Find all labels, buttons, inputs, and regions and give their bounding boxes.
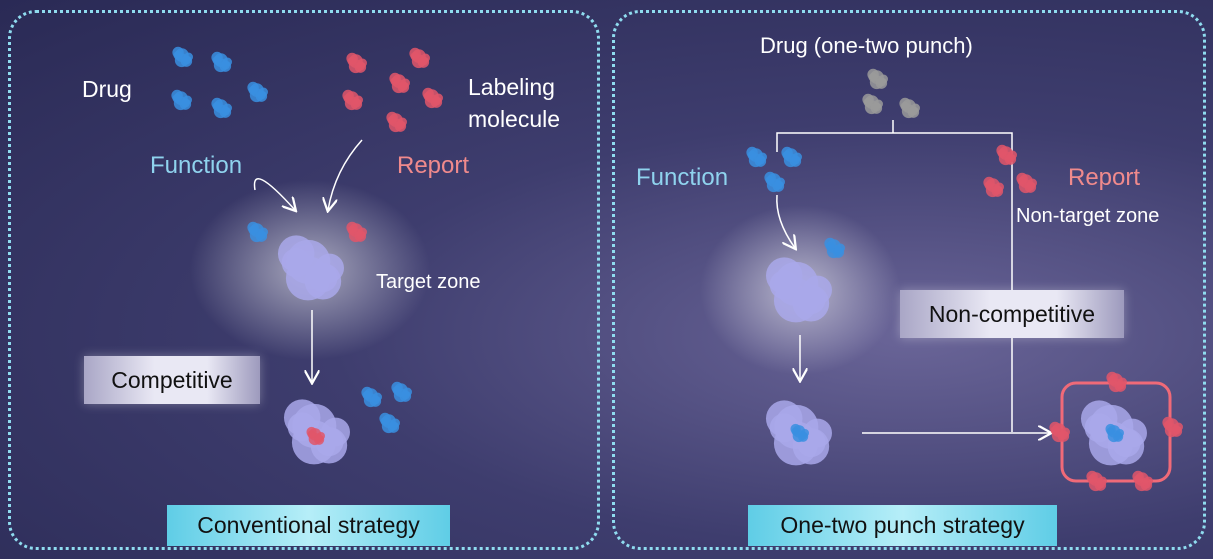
function-arrow	[253, 178, 296, 210]
labeling-molecule	[996, 144, 1017, 166]
labeling-molecule	[422, 87, 443, 109]
labeling-label-line2: molecule	[468, 106, 561, 132]
punch-drug-molecule	[899, 97, 920, 119]
labeling-molecule	[346, 52, 367, 74]
drug-molecule	[379, 412, 400, 434]
drug-molecule	[764, 171, 785, 193]
drug-molecule	[824, 237, 845, 259]
labeling-molecule	[1162, 416, 1183, 438]
drug-molecule	[247, 221, 268, 243]
labeling-molecule	[1016, 172, 1037, 194]
bound-label	[306, 426, 326, 446]
target-protein	[765, 257, 832, 323]
target-zone-label: Target zone	[376, 271, 481, 293]
drug-molecule	[781, 146, 802, 168]
drug-molecule	[391, 381, 412, 403]
conventional-strategy-box: Conventional strategy	[167, 505, 450, 546]
non-competitive-box: Non-competitive	[900, 290, 1124, 338]
labeling-molecule	[389, 72, 410, 94]
conventional-strategy-panel	[8, 10, 600, 550]
function-arrow	[776, 194, 795, 248]
labeling-label-line1: Labeling	[468, 74, 555, 100]
labeling-molecule	[386, 111, 407, 133]
report-arrow	[328, 139, 363, 210]
function-label: Function	[636, 164, 729, 191]
drug-molecule	[211, 97, 232, 119]
function-label: Function	[150, 152, 243, 179]
labeling-molecule	[1086, 470, 1107, 492]
labeling-molecule	[409, 47, 430, 69]
labeling-molecule	[346, 221, 367, 243]
report-label: Report	[397, 152, 470, 179]
one-two-punch-strategy-box: One-two punch strategy	[748, 505, 1057, 546]
target-protein	[277, 235, 344, 301]
bracket-line	[776, 132, 1013, 432]
bound-drug	[1105, 423, 1124, 443]
one-two-punch-panel	[612, 10, 1206, 550]
labeling-molecule	[1106, 371, 1127, 393]
drug-molecule	[361, 386, 382, 408]
drug-molecule	[746, 146, 767, 168]
non-target-zone-label: Non-target zone	[1016, 205, 1160, 227]
punch-drug-molecule	[867, 68, 888, 90]
drug-molecule	[211, 51, 232, 73]
drug-molecule	[172, 46, 193, 68]
drug-label: Drug	[82, 76, 132, 102]
labeling-molecule	[1132, 470, 1153, 492]
drug-molecule	[247, 81, 268, 103]
drug-molecule	[171, 89, 192, 111]
labeling-molecule	[1049, 421, 1070, 443]
punch-drug-molecule	[862, 93, 883, 115]
competitive-box: Competitive	[84, 356, 260, 404]
report-label: Report	[1068, 164, 1141, 191]
punch-drug-label: Drug (one-two punch)	[760, 33, 973, 58]
bound-drug	[790, 423, 809, 443]
labeling-molecule	[983, 176, 1004, 198]
labeling-molecule	[342, 89, 363, 111]
